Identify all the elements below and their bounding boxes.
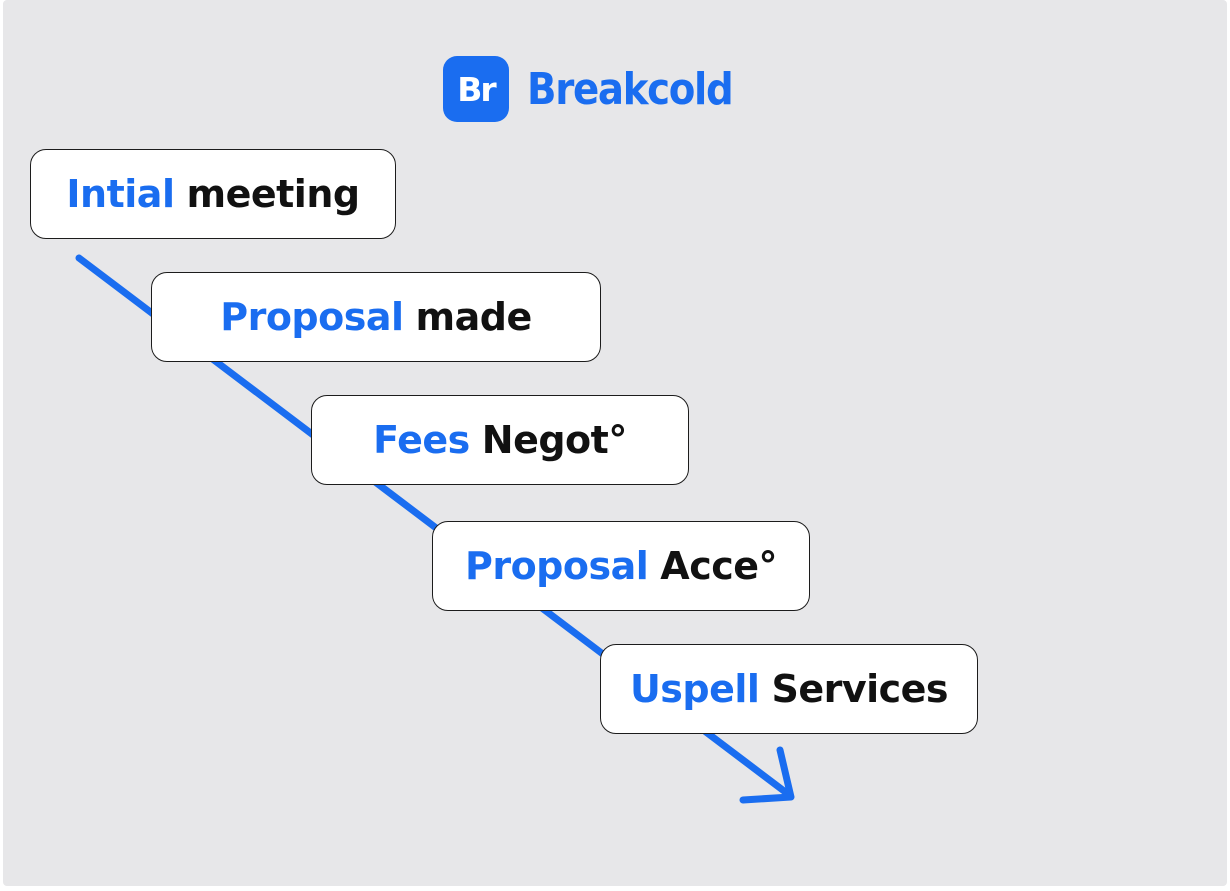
arrow-head [739,746,795,804]
step-label: Acce° [660,544,778,588]
brand-name: Breakcold [527,63,734,115]
step-label: Negot° [481,418,628,462]
step-label: meeting [186,172,360,216]
step-highlight: Proposal [464,544,649,588]
step-highlight: Fees [373,418,470,462]
step-label: made [415,295,533,339]
step-label: Services [771,667,949,711]
brand-mark-icon: Br [443,56,509,122]
step-highlight: Proposal [220,295,404,339]
step-highlight: Uspell [629,667,760,711]
brand-logo: Br Breakcold [443,56,760,122]
step-highlight: Intial [66,172,175,216]
